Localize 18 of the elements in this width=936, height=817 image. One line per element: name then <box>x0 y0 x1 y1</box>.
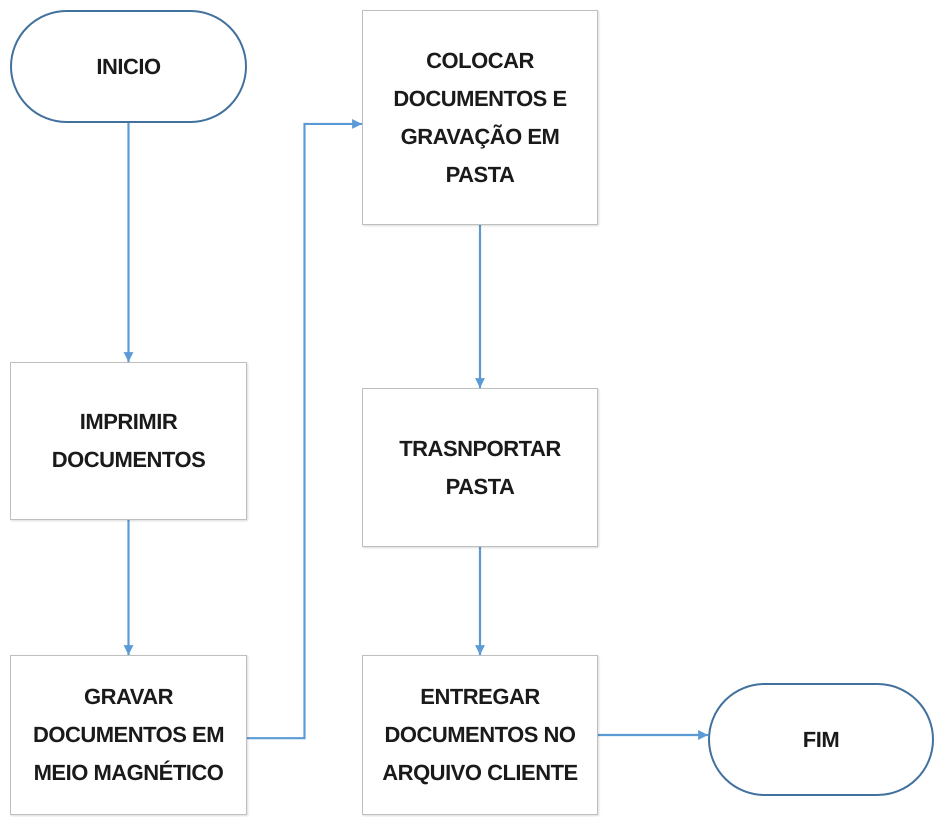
process-box <box>362 388 598 547</box>
arrow <box>124 520 134 655</box>
node-label: FIM <box>802 726 840 754</box>
arrow <box>124 123 134 362</box>
arrow <box>598 730 708 740</box>
node-label: TRASNPORTAR PASTA <box>398 434 562 500</box>
process-box <box>362 655 598 815</box>
node-label: COLOCAR DOCUMENTOS E GRAVAÇÃO EM PASTA <box>392 46 568 188</box>
arrow <box>475 547 485 655</box>
node-label: ENTREGAR DOCUMENTOS NO ARQUIVO CLIENTE <box>381 683 579 787</box>
process-box <box>10 362 247 520</box>
arrow <box>247 119 362 740</box>
arrow <box>475 225 485 388</box>
node-label: GRAVAR DOCUMENTOS EM MEIO MAGNÉTICO <box>32 683 226 787</box>
node-label: IMPRIMIR DOCUMENTOS <box>50 408 206 474</box>
process-box <box>362 10 598 225</box>
process-box <box>10 655 247 815</box>
node-label: INICIO <box>96 52 161 80</box>
